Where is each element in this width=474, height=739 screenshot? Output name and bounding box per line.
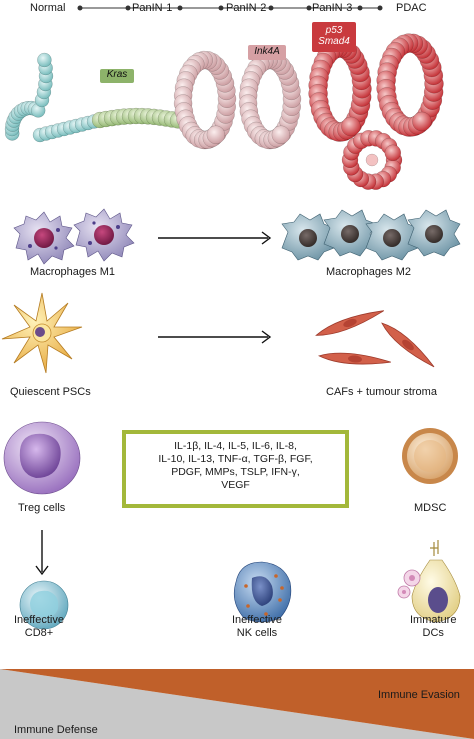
stage-label-normal: Normal (30, 2, 66, 14)
macrophage-m1-cell (73, 208, 135, 262)
mutation-tag-p53-smad4: p53 Smad4 (312, 22, 356, 52)
immune-evasion-wedge (0, 669, 474, 739)
duct-rosette (384, 144, 402, 162)
label-immune-defense: Immune Defense (14, 724, 98, 736)
immature-dc-cell (411, 540, 461, 623)
duct-rosette-center (365, 153, 379, 167)
stage-label-panin2: PanIN-2 (226, 2, 267, 14)
label-immune-evasion: Immune Evasion (378, 689, 460, 701)
duct-progression-illustration (4, 33, 444, 190)
quiescent-psc-cell (1, 292, 83, 374)
mdsc-cell (402, 428, 458, 484)
stage-dot (268, 5, 274, 11)
treg-mdsc-illustration (3, 421, 458, 495)
stage-dot (125, 5, 131, 11)
cytokine-list: IL-1β, IL-4, IL-5, IL-6, IL-8, IL-10, IL… (158, 440, 313, 491)
duct-segment-ink4a (271, 125, 291, 145)
nk-cell (233, 561, 292, 623)
stage-progression (77, 5, 383, 11)
macrophage-m1-cell (13, 211, 75, 265)
macrophage-m2-cell (365, 213, 419, 261)
stage-dot (357, 5, 363, 11)
label-quiescent-pscs: Quiescent PSCs (10, 386, 91, 398)
label-treg: Treg cells (18, 502, 66, 514)
stage-dot (218, 5, 224, 11)
duct-segment-normal (37, 52, 52, 68)
label-macrophages-m2: Macrophages M2 (326, 266, 411, 278)
stage-label-panin3: PanIN-3 (312, 2, 353, 14)
duct-segment-ink4a (206, 125, 226, 145)
stage-dot (177, 5, 183, 11)
label-dcs: Immature DCs (410, 614, 457, 639)
caf-cell (318, 352, 391, 365)
dc-vesicle-icon (403, 569, 421, 587)
stage-label-pdac: PDAC (396, 2, 427, 14)
label-macrophages-m1: Macrophages M1 (30, 266, 115, 278)
label-cd8: Ineffective CD8+ (14, 614, 64, 639)
cytokine-box: IL-1β, IL-4, IL-5, IL-6, IL-8, IL-10, IL… (122, 430, 349, 508)
duct-segment-p53 (412, 111, 432, 132)
mutation-tag-ink4a: Ink4A (248, 45, 286, 60)
caf-cell (381, 322, 435, 368)
stage-dot (306, 5, 312, 11)
label-nk: Ineffective NK cells (232, 614, 282, 639)
macrophage-m2-cell (323, 209, 377, 257)
stage-label-panin1: PanIN-1 (132, 2, 173, 14)
mutation-tag-kras: Kras (100, 69, 134, 83)
immune-balance-wedge (0, 669, 474, 739)
cd8-cell (19, 580, 69, 630)
macrophage-m2-cell (281, 213, 335, 261)
effector-cells-illustration (19, 530, 461, 630)
macrophage-m2-cell (407, 209, 461, 257)
dc-vesicle-icon (397, 585, 411, 599)
label-mdsc: MDSC (414, 502, 447, 514)
stage-dot (377, 5, 383, 11)
psc-illustration (1, 292, 435, 374)
caf-cell (315, 310, 385, 336)
duct-segment-p53 (341, 116, 361, 137)
macrophages-illustration (13, 208, 461, 265)
treg-cell (3, 421, 81, 495)
stage-dot (77, 5, 83, 11)
label-cafs: CAFs + tumour stroma (326, 386, 437, 398)
